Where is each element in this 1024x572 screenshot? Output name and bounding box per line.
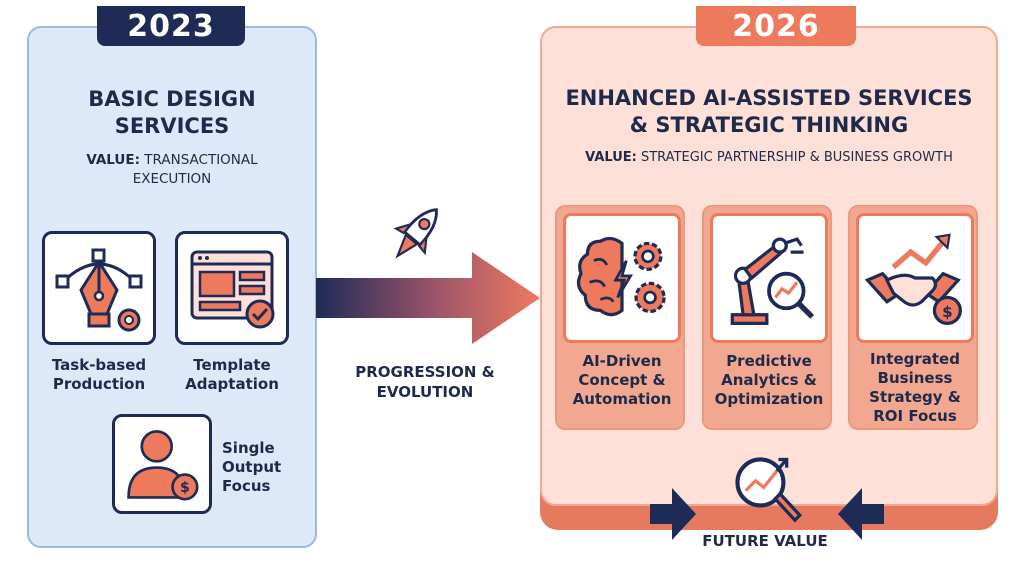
right-title: ENHANCED AI-ASSISTED SERVICES & STRATEGI… <box>565 86 973 137</box>
brain-gears-icon <box>576 236 666 317</box>
future-value-label: FUTURE VALUE <box>702 532 828 550</box>
year-tab-2026: 2026 <box>696 6 856 46</box>
right-value: VALUE: STRATEGIC PARTNERSHIP & BUSINESS … <box>585 150 953 165</box>
integrated-strategy-card: $ Integrated Business Strategy & ROI Foc… <box>848 205 978 430</box>
person-dollar-icon: $ <box>127 430 199 501</box>
left-title: BASIC DESIGN SERVICES <box>88 87 256 138</box>
template-adaptation-label: Template Adaptation <box>185 356 279 393</box>
task-production-card <box>42 231 156 345</box>
handshake-growth-icon: $ <box>864 233 962 325</box>
single-output-card: $ <box>112 414 212 514</box>
svg-text:$: $ <box>942 303 953 321</box>
progression-label: PROGRESSION & EVOLUTION <box>355 363 495 401</box>
integrated-strategy-label: Integrated Business Strategy & ROI Focus <box>869 350 961 425</box>
pen-tool-icon <box>55 248 143 332</box>
magnifier-trend-icon <box>735 457 803 523</box>
template-adaptation-card <box>175 231 289 345</box>
template-icon <box>190 250 275 329</box>
left-pointer-arrow <box>650 488 696 540</box>
svg-text:$: $ <box>180 480 190 496</box>
year-tab-2023: 2023 <box>97 6 245 46</box>
robot-arm-icon <box>730 237 815 325</box>
rocket-icon <box>393 208 438 259</box>
left-value: VALUE: TRANSACTIONAL EXECUTION <box>86 152 258 187</box>
progression-arrow <box>316 252 540 344</box>
task-production-label: Task-based Production <box>51 356 147 393</box>
ai-concept-label: AI-Driven Concept & Automation <box>572 352 672 408</box>
predictive-analytics-card: Predictive Analytics & Optimization <box>702 205 832 430</box>
single-output-label: Single Output Focus <box>222 439 282 495</box>
right-pointer-arrow <box>838 488 884 540</box>
ai-concept-card: AI-Driven Concept & Automation <box>555 205 685 430</box>
predictive-analytics-label: Predictive Analytics & Optimization <box>714 352 824 408</box>
